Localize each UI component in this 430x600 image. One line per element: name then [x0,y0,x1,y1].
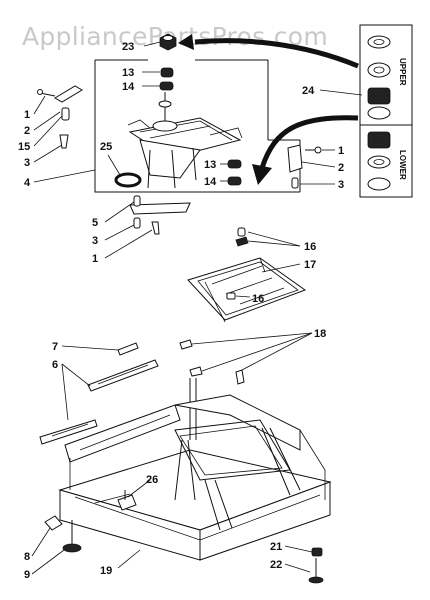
callout-2-right: 2 [338,162,344,174]
left-bracket-parts [37,85,83,149]
upper-bearing-stack [367,35,391,120]
transmission-shaft-assembly [127,92,243,189]
upper-label: UPPER [398,58,407,86]
cabinet-base-part-19 [58,378,332,561]
bracket-part-26 [117,490,137,511]
callout-15: 15 [18,141,30,153]
bushing-part-13-lower [227,159,242,169]
callout-21: 21 [270,541,282,553]
leveling-leg-part-22 [308,558,324,584]
callout-25: 25 [100,141,112,153]
grommet-part-7 [117,342,139,356]
suspension-frame-part-17 [187,257,307,323]
callout-19: 19 [100,565,112,577]
callout-1-right: 1 [338,145,344,157]
callout-16-lower: 16 [252,293,264,305]
callout-26: 26 [146,474,158,486]
gear-kit-box: UPPER LOWER [359,24,413,198]
callout-6: 6 [52,359,58,371]
bushing-part-13-upper [160,67,174,78]
nut-part-23 [159,33,177,51]
foot-part-8 [44,515,63,531]
callout-14-lower: 14 [204,176,217,188]
callout-24: 24 [302,85,315,97]
callout-3-lower: 3 [92,235,98,247]
callout-18: 18 [314,328,326,340]
lower-bearing-stack [367,131,391,191]
callout-1-lower: 1 [92,253,98,265]
callout-13-lower: 13 [204,159,216,171]
callout-13-upper: 13 [122,67,134,79]
nut-part-21 [311,547,323,557]
callout-8: 8 [24,551,30,563]
callout-7: 7 [52,341,58,353]
callout-17: 17 [304,259,316,271]
kit-arrow-lower [252,115,359,185]
clip-parts-18 [179,339,245,385]
callout-3-right: 3 [338,179,344,191]
callout-14-upper: 14 [122,81,135,93]
callout-3-left: 3 [24,157,30,169]
callout-5: 5 [92,217,98,229]
callout-9: 9 [24,569,30,581]
bushing-part-14-lower [227,176,242,186]
lower-label: LOWER [398,150,407,180]
callout-1-left: 1 [24,109,30,121]
rail-parts-6 [39,359,159,445]
right-bracket-parts [287,144,322,189]
callout-23: 23 [122,41,134,53]
pad-parts-16 [226,227,249,300]
leader-lines [31,41,363,575]
callout-16-upper: 16 [304,241,316,253]
lower-left-bracket-parts [129,195,191,235]
kit-arrow-upper [178,34,359,69]
callout-22: 22 [270,559,282,571]
callout-4: 4 [24,177,31,189]
belt-part-25 [114,172,142,188]
callout-2-left: 2 [24,125,30,137]
leveling-leg-part-9 [62,520,82,553]
bushing-part-14-upper [159,81,174,91]
